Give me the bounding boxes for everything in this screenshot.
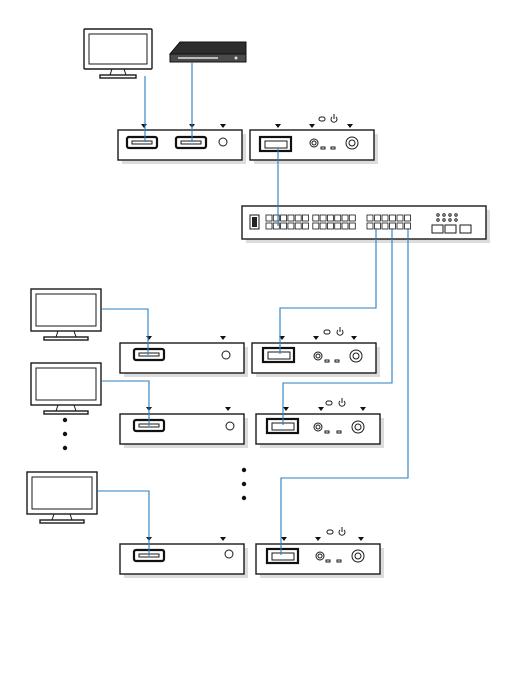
switch-rj45-port: [303, 223, 309, 229]
source-monitor-icon: [84, 29, 152, 78]
switch-rj45-port: [349, 223, 355, 229]
power-icon: [339, 527, 345, 535]
transmitter-network-unit: [250, 114, 378, 164]
switch-rj45-port: [342, 215, 348, 221]
continuation-dots-left: [63, 418, 67, 450]
switch-sfp-port: [397, 223, 403, 229]
switch-rj45-port: [313, 215, 319, 221]
switch-rj45-port: [266, 223, 272, 229]
switch-rj45-port: [320, 215, 326, 221]
switch-sfp-port: [375, 215, 381, 221]
power-icon: [337, 327, 343, 335]
switch-rj45-port: [295, 223, 301, 229]
switch-sfp-port: [405, 215, 411, 221]
receiver-3-network-unit: [256, 527, 384, 578]
switch-sfp-port: [397, 215, 403, 221]
switch-rj45-port: [313, 223, 319, 229]
network-switch: [242, 206, 490, 243]
receiver-1-network-unit: [252, 327, 380, 377]
receiver-2-network-unit: [256, 398, 384, 448]
power-icon: [331, 114, 337, 122]
switch-sfp-port: [390, 215, 396, 221]
switch-rj45-port: [288, 223, 294, 229]
switch-rj45-port: [335, 223, 341, 229]
switch-sfp-port: [375, 223, 381, 229]
switch-rj45-port: [327, 223, 333, 229]
switch-rj45-port: [281, 215, 287, 221]
switch-rj45-port: [295, 215, 301, 221]
display-monitor-3-icon: [27, 472, 97, 523]
switch-rj45-port: [320, 223, 326, 229]
switch-rj45-port: [327, 215, 333, 221]
power-icon: [339, 398, 345, 406]
switch-rj45-port: [303, 215, 309, 221]
switch-rj45-port: [335, 215, 341, 221]
switch-sfp-port: [382, 215, 388, 221]
switch-rj45-port: [281, 223, 287, 229]
cable-switch-to-receiver-1: [280, 228, 376, 354]
continuation-dots-center: [242, 468, 246, 500]
switch-sfp-port: [367, 215, 373, 221]
switch-rj45-port: [342, 223, 348, 229]
switch-rj45-port: [349, 215, 355, 221]
switch-sfp-port: [367, 223, 373, 229]
receiver-3-hdmi-unit: [120, 537, 248, 578]
cable-switch-to-receiver-3: [281, 228, 408, 555]
switch-rj45-port: [266, 215, 272, 221]
display-monitor-2-icon: [31, 363, 101, 414]
switch-sfp-port: [382, 223, 388, 229]
receiver-2-hdmi-unit: [120, 407, 248, 448]
switch-rj45-port: [288, 215, 294, 221]
display-monitor-1-icon: [31, 289, 101, 340]
receiver-1-hdmi-unit: [120, 336, 248, 377]
media-player-icon: [170, 42, 246, 62]
transmitter-device: [118, 124, 246, 164]
